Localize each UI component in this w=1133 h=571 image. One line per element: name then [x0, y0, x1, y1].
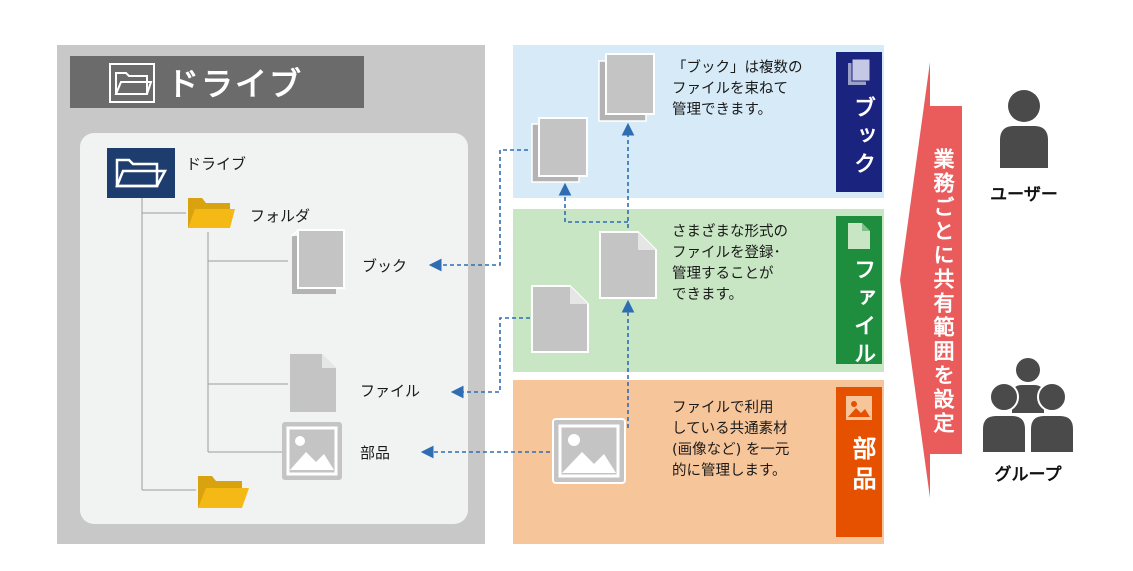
tree-root-label: ドライブ — [186, 155, 247, 173]
folder-icon[interactable] — [196, 472, 250, 512]
tree-folder-label: フォルダ — [250, 207, 311, 225]
parts-tag-icon — [846, 396, 872, 420]
tree-parts-label: 部品 — [360, 444, 391, 462]
image-icon[interactable] — [282, 422, 342, 480]
share-text: 業務ごとに共有範囲を設定 — [931, 148, 955, 436]
share-arrow — [900, 62, 962, 498]
file-icon[interactable] — [288, 352, 338, 414]
image-icon[interactable] — [552, 418, 626, 484]
file-tag-label: ファイル — [850, 258, 875, 370]
group-label: グループ — [994, 465, 1062, 485]
drive-header-title: ドライブ — [167, 65, 304, 103]
book-tag-label: ブック — [850, 96, 875, 180]
parts-tag-label: 部品 — [848, 436, 876, 496]
book-icon[interactable] — [288, 228, 348, 296]
tree-file-label: ファイル — [360, 382, 421, 400]
file-icon[interactable] — [530, 284, 590, 354]
book-icon[interactable] — [529, 114, 593, 184]
drive-root-icon — [107, 148, 175, 198]
parts-description: ファイルで利用 している共通素材 (画像など) を一元 的に管理します。 — [672, 400, 790, 479]
file-icon[interactable] — [598, 230, 658, 300]
book-description: 「ブック」は複数の ファイルを束ねて 管理できます。 — [672, 60, 803, 118]
file-description: さまざまな形式の ファイルを登録･ 管理することが できます。 — [672, 224, 788, 303]
book-icon[interactable] — [596, 51, 658, 123]
tree-book-label: ブック — [362, 257, 408, 275]
folder-icon[interactable] — [186, 194, 236, 232]
drive-header-folder-icon — [109, 63, 155, 103]
group-icon — [981, 358, 1075, 454]
book-tag-icon — [848, 58, 871, 85]
user-label: ユーザー — [990, 185, 1058, 205]
user-icon — [1000, 90, 1048, 168]
file-tag-icon — [848, 223, 870, 249]
tree-panel — [80, 133, 468, 524]
